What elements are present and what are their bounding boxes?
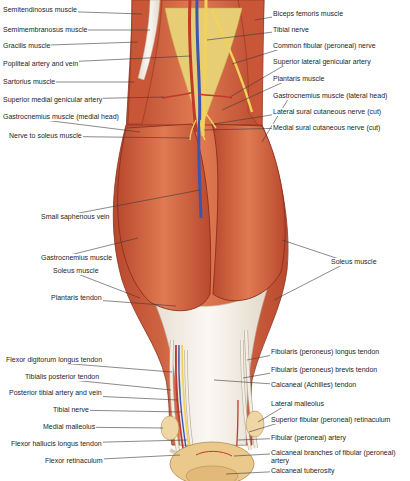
part-label: Calcaneal branches of fibular (peroneal)… (270, 449, 408, 465)
gastrocnemius-medial (118, 124, 211, 311)
part-label: Tibialis posterior tendon (24, 373, 100, 381)
part-label: Medial sural cutaneous nerve (cut) (272, 124, 381, 132)
part-label: Fibularis (peroneus) brevis tendon (270, 366, 378, 374)
part-label: Lateral malleolus (270, 400, 325, 408)
part-label: Popliteal artery and vein (2, 60, 79, 68)
part-label: Common fibular (peroneal) nerve (272, 42, 377, 50)
vessels-nerves (162, 0, 252, 218)
part-label: Superior lateral genicular artery (272, 58, 372, 66)
part-label: Calcaneal (Achilles) tendon (270, 381, 357, 389)
part-label: Posterior tibial artery and vein (8, 389, 103, 397)
part-label: Superior fibular (peroneal) retinaculum (270, 416, 391, 424)
ankle-structures (170, 330, 256, 459)
gastrocnemius-lateral (212, 124, 285, 301)
part-label: Gastrocnemius muscle (medial head) (2, 113, 120, 121)
part-label: Soleus muscle (330, 258, 378, 266)
part-label: Gracilis muscle (2, 42, 51, 50)
achilles-tendon (150, 286, 268, 445)
part-label: Flexor hallucis longus tendon (10, 440, 103, 448)
part-label: Semitendinosus muscle (2, 6, 78, 14)
heel-bone (161, 411, 264, 481)
leader-line (262, 96, 290, 142)
part-label: Lateral sural cutaneous nerve (cut) (272, 108, 382, 116)
leader-line (274, 262, 348, 300)
part-label: Biceps femoris muscle (272, 10, 344, 18)
part-label: Plantaris muscle (272, 75, 325, 83)
part-label: Calcaneal tuberosity (270, 467, 335, 475)
part-label: Nerve to soleus muscle (8, 132, 83, 140)
part-label: Fibular (peroneal) artery (270, 434, 347, 442)
part-label: Tibial nerve (52, 406, 90, 414)
part-label: Semimembranosus muscle (2, 26, 88, 34)
part-label: Plantaris tendon (50, 294, 103, 302)
part-label: Small saphenous vein (40, 213, 111, 221)
part-label: Flexor digitorum longus tendon (5, 356, 103, 364)
part-label: Tibial nerve (272, 26, 310, 34)
part-label: Flexor retinaculum (44, 457, 104, 465)
part-label: Gastrocnemius muscle (40, 254, 113, 262)
part-label: Medial malleolus (42, 423, 96, 431)
part-label: Sartorius muscle (2, 78, 56, 86)
leader-lines (20, 10, 348, 474)
part-label: Fibularis (peroneus) longus tendon (270, 348, 380, 356)
part-label: Superior medial genicular artery (2, 96, 103, 104)
part-label: Gastrocnemius muscle (lateral head) (272, 92, 388, 100)
part-label: Soleus muscle (52, 267, 100, 275)
